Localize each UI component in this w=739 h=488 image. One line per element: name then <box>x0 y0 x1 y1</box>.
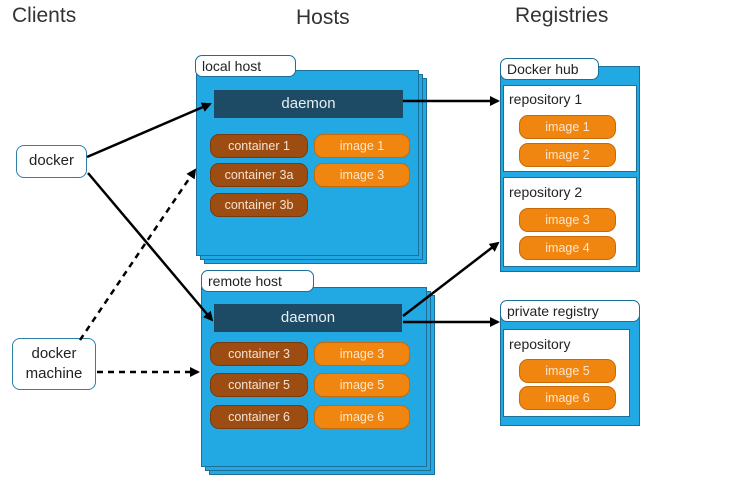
hub-image-2: image 2 <box>519 143 616 167</box>
remote-container-5: container 5 <box>210 373 308 397</box>
repository-2: repository 2 image 3 image 4 <box>503 177 637 267</box>
local-daemon: daemon <box>214 90 403 118</box>
local-container-1: container 1 <box>210 134 308 158</box>
repository-2-title: repository 2 <box>509 184 583 200</box>
remote-image-6: image 6 <box>314 405 410 429</box>
remote-daemon: daemon <box>214 304 402 332</box>
remote-container-6: container 6 <box>210 405 308 429</box>
arrow-remote-daemon-to-hub <box>402 241 500 317</box>
hub-image-3: image 3 <box>519 208 616 232</box>
local-container-3a: container 3a <box>210 163 308 187</box>
local-image-1: image 1 <box>314 134 410 158</box>
remote-container-3: container 3 <box>210 342 308 366</box>
docker-client: docker <box>16 145 87 178</box>
docker-hub-label: Docker hub <box>500 58 599 80</box>
remote-image-5: image 5 <box>314 373 410 397</box>
docker-machine-label-line2: machine <box>25 365 83 382</box>
clients-heading: Clients <box>12 4 77 27</box>
private-repository-title: repository <box>509 336 571 352</box>
local-image-3: image 3 <box>314 163 410 187</box>
arrow-machine-to-local-host <box>78 168 197 341</box>
hub-image-1: image 1 <box>519 115 616 139</box>
remote-image-3: image 3 <box>314 342 410 366</box>
registries-heading: Registries <box>515 4 609 27</box>
arrow-docker-to-remote-daemon <box>87 172 214 322</box>
private-image-6: image 6 <box>519 386 616 410</box>
hub-image-4: image 4 <box>519 236 616 260</box>
hosts-heading: Hosts <box>296 6 350 29</box>
local-container-3b: container 3b <box>210 193 308 217</box>
remote-host-label: remote host <box>201 270 314 292</box>
repository-1-title: repository 1 <box>509 91 583 107</box>
docker-machine-label-line1: docker <box>31 345 77 362</box>
private-repository: repository image 5 image 6 <box>503 329 630 417</box>
docker-machine-client: docker machine <box>12 338 96 390</box>
local-host-label: local host <box>195 55 296 77</box>
arrow-docker-to-local-daemon <box>86 102 212 159</box>
docker-client-label: docker <box>28 152 75 169</box>
repository-1: repository 1 image 1 image 2 <box>503 85 637 172</box>
private-image-5: image 5 <box>519 359 616 383</box>
private-registry-label: private registry <box>500 300 640 322</box>
